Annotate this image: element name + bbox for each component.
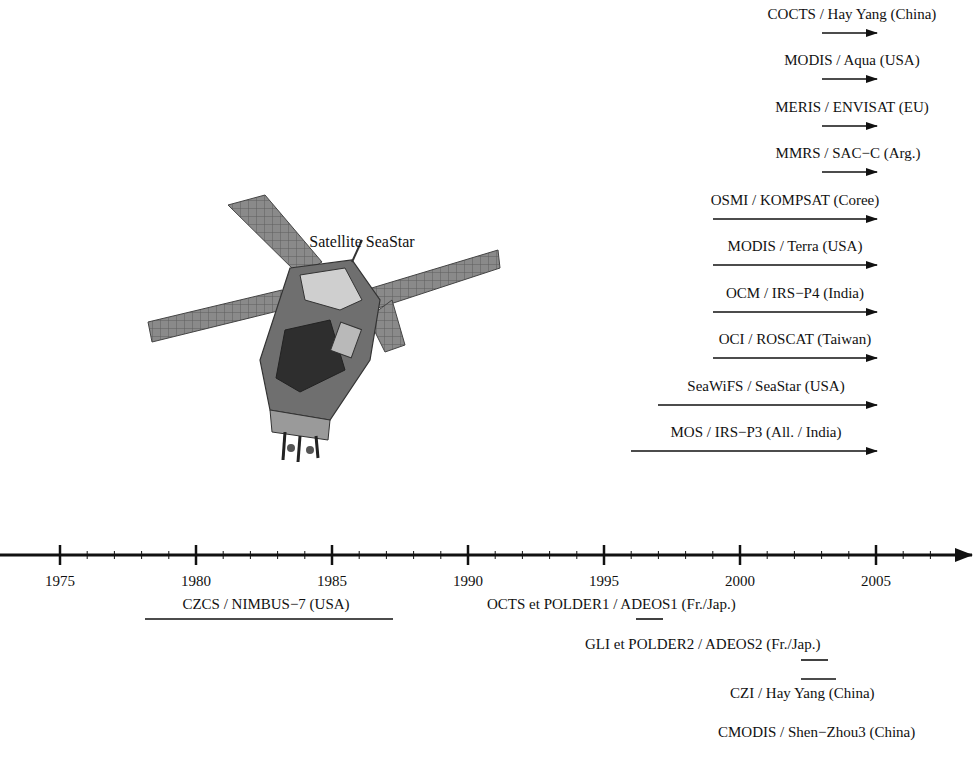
illustration-title: Satellite SeaStar: [309, 233, 414, 251]
minor-tick: [413, 551, 414, 559]
sensor-label: OCTS et POLDER1 / ADEOS1 (Fr./Jap.): [487, 596, 736, 613]
minor-tick: [304, 551, 305, 559]
year-label: 1985: [317, 573, 347, 590]
mission-spans: [145, 619, 836, 679]
sensor-label: SeaWiFS / SeaStar (USA): [687, 378, 844, 395]
minor-tick: [549, 551, 550, 559]
sensor-label: MMRS / SAC−C (Arg.): [776, 145, 921, 162]
year-label: 2000: [725, 573, 755, 590]
sensor-label: MODIS / Aqua (USA): [784, 52, 919, 69]
sensor-label: CZCS / NIMBUS−7 (USA): [182, 596, 349, 613]
minor-tick: [168, 551, 169, 559]
minor-tick: [576, 551, 577, 559]
minor-tick: [903, 551, 904, 559]
minor-tick: [141, 551, 142, 559]
minor-tick: [930, 551, 931, 559]
minor-tick: [821, 551, 822, 559]
sensor-label: MERIS / ENVISAT (EU): [775, 99, 928, 116]
sensor-label: MOS / IRS−P3 (All. / India): [671, 424, 842, 441]
minor-tick: [712, 551, 713, 559]
year-label: 1990: [453, 573, 483, 590]
minor-tick: [685, 551, 686, 559]
sensor-label: CZI / Hay Yang (China): [730, 685, 875, 702]
axis-ticks: [60, 545, 930, 565]
minor-tick: [250, 551, 251, 559]
satellite-illustration: [148, 195, 500, 462]
major-tick: [875, 545, 878, 565]
minor-tick: [386, 551, 387, 559]
minor-tick: [223, 551, 224, 559]
minor-tick: [277, 551, 278, 559]
year-label: 1975: [45, 573, 75, 590]
time-axis: [0, 554, 972, 557]
sensor-label: COCTS / Hay Yang (China): [768, 6, 937, 23]
year-label: 2005: [861, 573, 891, 590]
minor-tick: [631, 551, 632, 559]
major-tick: [739, 545, 742, 565]
minor-tick: [794, 551, 795, 559]
sensor-label: MODIS / Terra (USA): [728, 238, 863, 255]
minor-tick: [522, 551, 523, 559]
sensor-label: OCI / ROSCAT (Taiwan): [719, 331, 871, 348]
minor-tick: [848, 551, 849, 559]
minor-tick: [658, 551, 659, 559]
sensor-label: OCM / IRS−P4 (India): [726, 285, 864, 302]
minor-tick: [359, 551, 360, 559]
minor-tick: [440, 551, 441, 559]
year-label: 1995: [589, 573, 619, 590]
major-tick: [603, 545, 606, 565]
major-tick: [467, 545, 470, 565]
mission-arrows: [631, 33, 877, 451]
sensor-label: GLI et POLDER2 / ADEOS2 (Fr./Jap.): [585, 636, 820, 653]
year-label: 1980: [181, 573, 211, 590]
minor-tick: [495, 551, 496, 559]
minor-tick: [114, 551, 115, 559]
minor-tick: [87, 551, 88, 559]
major-tick: [59, 545, 62, 565]
sensor-label: OSMI / KOMPSAT (Coree): [711, 192, 879, 209]
major-tick: [331, 545, 334, 565]
sensor-label: CMODIS / Shen−Zhou3 (China): [718, 724, 915, 741]
minor-tick: [767, 551, 768, 559]
major-tick: [195, 545, 198, 565]
